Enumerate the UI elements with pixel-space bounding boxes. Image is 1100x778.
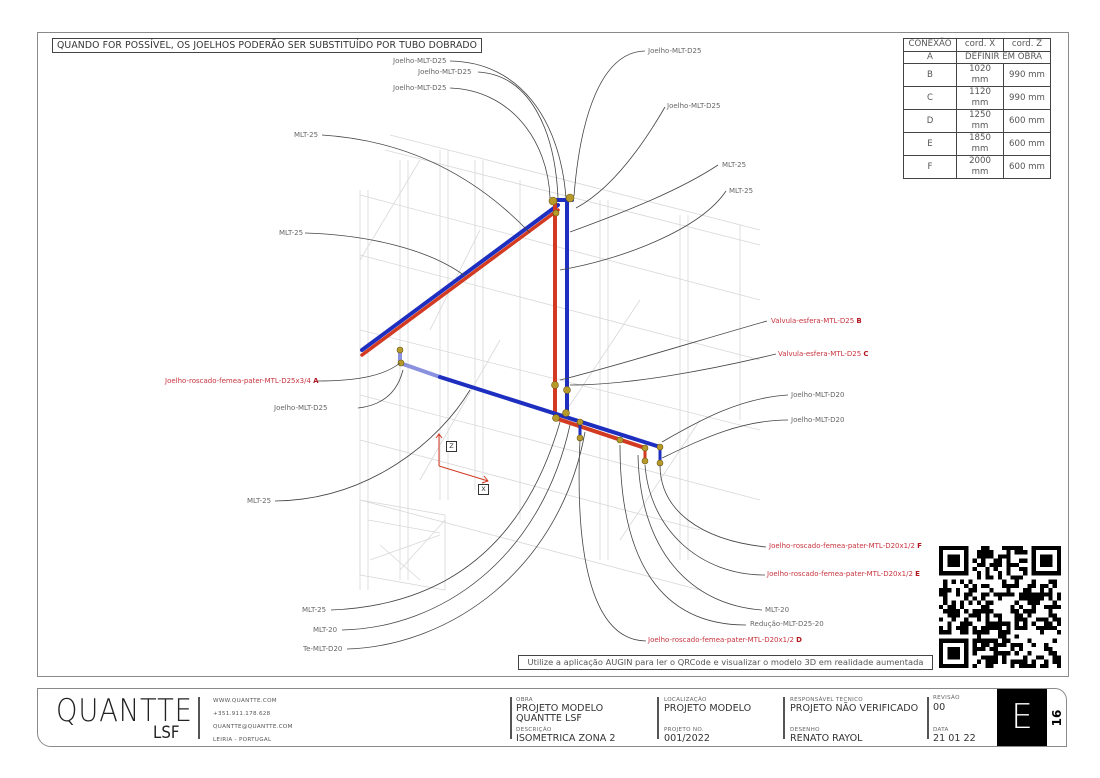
- label-mlt-25: MLT-25: [294, 131, 319, 139]
- sheet-number: 16: [1049, 709, 1064, 726]
- hot-pipe-branch: [553, 416, 647, 450]
- divider: [198, 697, 200, 739]
- label-mlt-20: MLT-20: [765, 606, 790, 614]
- obra-value: PROJETO MODELO: [516, 703, 604, 714]
- qr-code[interactable]: [939, 546, 1061, 668]
- divider: [510, 697, 512, 739]
- label-valvula-b: Valvula-esfera-MTL-D25 B: [771, 317, 862, 325]
- header-conexao: CONEXÃO: [903, 38, 957, 52]
- label-joelho-d: Joelho-roscado-femea-pater-MTL-D20x1/2 D: [648, 636, 802, 644]
- axis-z-label: Z: [446, 441, 457, 452]
- label-joelho-d25: Joelho-MLT-D25: [667, 102, 721, 110]
- table-row: F 2000 mm 600 mm: [903, 155, 1051, 180]
- label-joelho-d25: Joelho-MLT-D25: [648, 47, 702, 55]
- contact-email: QUANTTE@QUANTTE.COM: [213, 724, 293, 730]
- label-mlt-20: MLT-20: [313, 626, 338, 634]
- label-mlt-25: MLT-25: [302, 606, 327, 614]
- contact-website: WWW.QUANTTE.COM: [213, 698, 277, 704]
- table-row: D 1250 mm 600 mm: [903, 109, 1051, 134]
- sheet-letter: E: [997, 689, 1047, 746]
- label-joelho-d25: Joelho-MLT-D25: [274, 404, 328, 412]
- label-mlt-25: MLT-25: [247, 497, 272, 505]
- obra-caption: OBRA: [516, 697, 533, 703]
- label-joelho-e: Joelho-roscado-femea-pater-MTL-D20x1/2 E: [767, 570, 920, 578]
- label-valvula-c: Valvula-esfera-MTL-D25 C: [778, 350, 869, 358]
- axis-indicator: [435, 433, 489, 484]
- label-joelho-f: Joelho-roscado-femea-pater-MTL-D20x1/2 F: [769, 542, 922, 550]
- descricao-value: ISOMETRICA ZONA 2: [516, 733, 616, 744]
- note-box: QUANDO FOR POSSÍVEL, OS JOELHOS PODERÃO …: [52, 38, 483, 53]
- axis-x-label: X: [478, 484, 489, 495]
- table-row: B 1020 mm 990 mm: [903, 63, 1051, 88]
- header-cord-x: cord. X: [956, 38, 1004, 52]
- label-joelho-d20: Joelho-MLT-D20: [791, 416, 845, 424]
- label-reducao: Redução-MLT-D25-20: [750, 620, 824, 628]
- data-caption: DATA: [933, 727, 949, 733]
- divider: [783, 697, 785, 739]
- pipes: [360, 198, 662, 465]
- label-joelho-a: Joelho-roscado-femea-pater-MTL-D25x3/4 A: [165, 377, 319, 385]
- table-row: A DEFINIR EM OBRA: [903, 50, 1051, 65]
- header-cord-z: cord. Z: [1003, 38, 1051, 52]
- divider: [927, 697, 929, 739]
- title-block: QUANTTE LSF WWW.QUANTTE.COM +351.911.178…: [37, 688, 1067, 747]
- desenho-value: RENATO RAYOL: [790, 733, 863, 744]
- contact-phone: +351.911.178.628: [213, 711, 271, 717]
- table-row: E 1850 mm 600 mm: [903, 132, 1051, 157]
- localizacao-caption: LOCALIZAÇÃO: [664, 697, 707, 703]
- label-joelho-d25: Joelho-MLT-D25: [418, 68, 472, 76]
- cold-pipe-diagonal: [360, 203, 560, 352]
- leader-lines: [274, 50, 789, 650]
- steel-framing: [359, 134, 761, 591]
- label-te-d20: Te-MLT-D20: [303, 645, 343, 653]
- table-row: C 1120 mm 990 mm: [903, 86, 1051, 111]
- connection-table: CONEXÃO cord. X cord. Z A DEFINIR EM OBR…: [903, 38, 1051, 180]
- label-mlt-25: MLT-25: [729, 187, 754, 195]
- obra-value-2: QUANTTE LSF: [516, 713, 582, 724]
- table-header-row: CONEXÃO cord. X cord. Z: [903, 38, 1051, 52]
- data-value: 21 01 22: [933, 733, 976, 744]
- descricao-caption: DESCRIÇÃO: [516, 727, 552, 733]
- contact-location: LEIRIA - PORTUGAL: [213, 737, 272, 743]
- label-joelho-d25: Joelho-MLT-D25: [393, 84, 447, 92]
- company-logo-sub: LSF: [153, 723, 180, 743]
- label-joelho-d20: Joelho-MLT-D20: [791, 391, 845, 399]
- company-logo: QUANTTE: [56, 693, 193, 729]
- hot-pipe-diagonal: [360, 208, 560, 357]
- divider: [657, 697, 659, 739]
- cold-pipe-faded: [398, 361, 442, 379]
- revisao-caption: REVISÃO: [933, 695, 960, 701]
- cold-pipe-horizontal: [438, 375, 662, 449]
- responsavel-caption: RESPONSÁVEL TECNICO: [790, 697, 864, 703]
- augin-note: Utilize a aplicação AUGIN para ler o QRC…: [518, 655, 933, 670]
- projeto-no-value: 001/2022: [664, 733, 710, 744]
- revisao-value: 00: [933, 702, 946, 713]
- projeto-no-caption: PROJETO NO.: [664, 727, 704, 733]
- responsavel-value: PROJETO NÃO VERIFICADO: [790, 703, 919, 714]
- label-mlt-25: MLT-25: [279, 229, 304, 237]
- label-mlt-25: MLT-25: [722, 161, 747, 169]
- fittings: [396, 193, 664, 467]
- desenho-caption: DESENHO: [790, 727, 820, 733]
- localizacao-value: PROJETO MODELO: [664, 703, 752, 714]
- label-joelho-d25: Joelho-MLT-D25: [393, 57, 447, 65]
